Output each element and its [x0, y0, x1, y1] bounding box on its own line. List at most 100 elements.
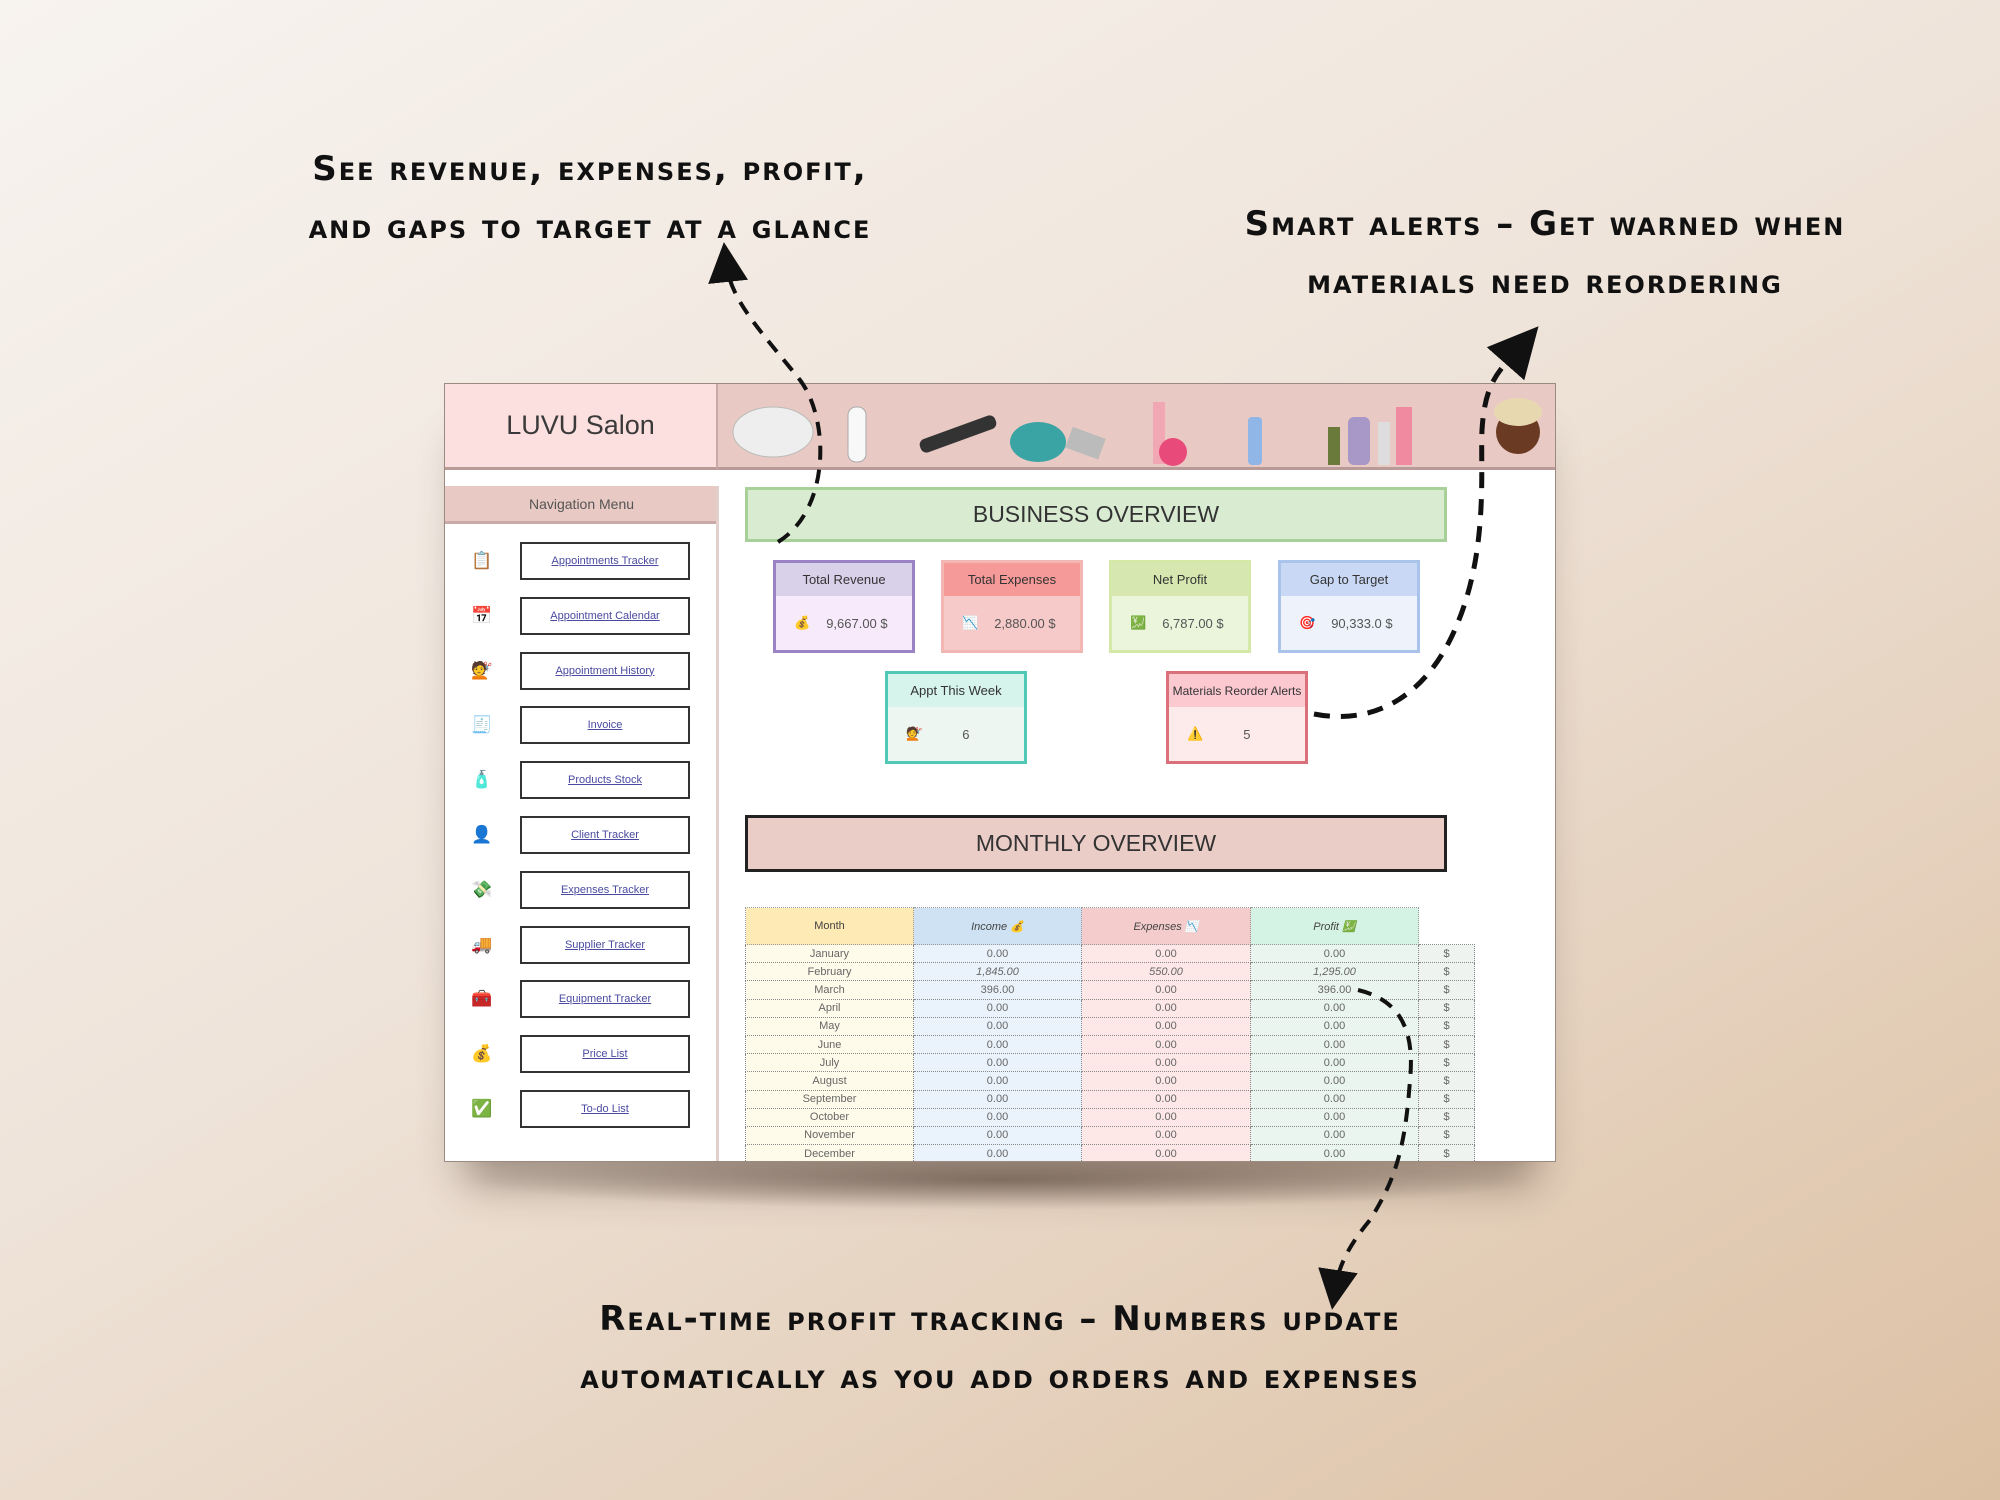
- nav-link[interactable]: Equipment Tracker: [520, 980, 690, 1019]
- kpi-card: Gap to Target 🎯 90,333.0 $: [1278, 560, 1420, 653]
- kpi-card: Net Profit 💹 6,787.00 $: [1109, 560, 1251, 653]
- nav-icon: 💇: [471, 660, 493, 680]
- table-cell: 0.00: [1250, 1089, 1419, 1109]
- nav-link[interactable]: Client Tracker: [520, 816, 690, 854]
- nav-link[interactable]: Appointments Tracker: [520, 542, 690, 580]
- annotation-line: automatically as you add orders and expe…: [580, 1357, 1420, 1397]
- arrow-to-profit: [1318, 988, 1413, 1310]
- kpi-label: Appt This Week: [888, 674, 1024, 707]
- navigation-menu-heading: Navigation Menu: [445, 486, 718, 524]
- nav-icon: 👤: [471, 825, 493, 844]
- kpi-icon: 📉: [962, 615, 979, 630]
- table-cell: 0.00: [1250, 1071, 1419, 1091]
- kpi-card: Total Revenue 💰 9,667.00 $: [773, 560, 915, 653]
- table-cell: January: [745, 943, 914, 964]
- kpi-label: Materials Reorder Alerts: [1169, 674, 1305, 707]
- kpi-label: Gap to Target: [1281, 563, 1417, 596]
- kpi-label: Total Revenue: [776, 563, 912, 596]
- table-cell: 0.00: [913, 943, 1082, 964]
- kpi-value: 2,880.00 $: [994, 615, 1056, 631]
- nav-link[interactable]: Products Stock: [520, 761, 690, 800]
- kpi-label: Total Expenses: [944, 563, 1080, 596]
- table-cell: 0.00: [1250, 1144, 1419, 1161]
- appt-this-week-card: Appt This Week 💇 6: [885, 671, 1027, 764]
- table-cell: 0.00: [913, 1016, 1082, 1036]
- kpi-value: 9,667.00 $: [826, 615, 888, 631]
- nav-link[interactable]: Expenses Tracker: [520, 870, 690, 909]
- table-cell: June: [745, 1034, 914, 1055]
- table-cell: 396.00: [1250, 980, 1419, 1000]
- nav-link[interactable]: Price List: [520, 1035, 690, 1074]
- table-cell: 0.00: [1250, 1125, 1419, 1146]
- table-cell: 0.00: [913, 1107, 1082, 1127]
- currency-cell: $: [1418, 998, 1475, 1018]
- nav-icon: 📅: [471, 605, 493, 625]
- table-cell: 0.00: [1250, 1107, 1419, 1127]
- materials-reorder-alerts-card: Materials Reorder Alerts ⚠️ 5: [1166, 671, 1308, 764]
- nav-link[interactable]: Appointment Calendar: [520, 596, 690, 635]
- column-header-profit: Profit 💹: [1250, 907, 1419, 945]
- table-cell: 0.00: [1081, 980, 1251, 1000]
- currency-cell: $: [1418, 1107, 1475, 1127]
- column-header-month: Month: [745, 907, 914, 945]
- table-cell: 0.00: [1081, 1144, 1251, 1161]
- currency-cell: $: [1418, 1125, 1475, 1146]
- table-cell: 396.00: [913, 980, 1082, 1000]
- nav-icon: 🚚: [471, 934, 493, 954]
- table-cell: May: [745, 1016, 914, 1036]
- table-cell: 0.00: [1081, 1053, 1251, 1073]
- table-cell: 0.00: [913, 1144, 1082, 1161]
- kpi-value: 90,333.0 $: [1331, 615, 1393, 631]
- kpi-icon: 🎯: [1299, 615, 1316, 630]
- currency-cell: $: [1418, 1144, 1475, 1161]
- table-cell: 0.00: [1081, 1125, 1251, 1146]
- nav-link[interactable]: Invoice: [520, 706, 690, 745]
- nav-icon: 💰: [471, 1044, 493, 1064]
- currency-cell: $: [1418, 1016, 1475, 1036]
- table-cell: September: [745, 1089, 914, 1109]
- stylist-icon: 💇: [906, 726, 923, 741]
- currency-cell: $: [1418, 1071, 1475, 1091]
- annotation-line: Real-time profit tracking – Numbers upda…: [599, 1299, 1401, 1339]
- nav-icon: 🧰: [471, 989, 493, 1009]
- monthly-table: Month Income 💰 Expenses 📉 Profit 💹 Janua…: [745, 907, 1475, 1161]
- table-cell: 0.00: [913, 1053, 1082, 1073]
- table-cell: 0.00: [1250, 1053, 1419, 1073]
- table-cell: April: [745, 998, 914, 1018]
- table-cell: 0.00: [913, 1089, 1082, 1109]
- nav-icon: 💸: [471, 879, 493, 899]
- annotation-line: materials need reordering: [1307, 262, 1783, 302]
- table-cell: 0.00: [1250, 1016, 1419, 1036]
- kpi-value: 5: [1243, 726, 1251, 742]
- annotation-line: See revenue, expenses, profit,: [312, 149, 868, 189]
- table-cell: 0.00: [913, 1071, 1082, 1091]
- table-cell: 0.00: [913, 1034, 1082, 1055]
- column-header-expenses: Expenses 📉: [1081, 907, 1251, 945]
- nav-link[interactable]: Appointment History: [520, 651, 690, 690]
- sidebar-divider: [716, 486, 719, 1161]
- table-cell: July: [745, 1053, 914, 1073]
- kpi-value: 6,787.00 $: [1162, 615, 1224, 631]
- business-overview-heading: BUSINESS OVERVIEW: [745, 487, 1447, 542]
- column-header-blank: [1418, 907, 1475, 945]
- beauty-products-illustration: [732, 398, 1542, 466]
- warning-icon: ⚠️: [1187, 726, 1204, 741]
- nav-link[interactable]: Supplier Tracker: [520, 925, 690, 964]
- dashboard-screenshot: LUVU Salon Navigation Menu 📋 Appointment…: [444, 383, 1556, 1162]
- table-cell: 0.00: [1081, 1107, 1251, 1127]
- currency-cell: $: [1418, 1034, 1475, 1055]
- arrow-to-alerts: [1313, 326, 1539, 720]
- table-cell: 0.00: [1250, 1034, 1419, 1055]
- annotation-alerts: Smart alerts – Get warned when materials…: [1180, 195, 1910, 311]
- monthly-overview-heading: MONTHLY OVERVIEW: [745, 815, 1447, 872]
- nav-link[interactable]: To-do List: [520, 1090, 690, 1128]
- table-cell: 0.00: [913, 1125, 1082, 1146]
- table-cell: 0.00: [1081, 1016, 1251, 1036]
